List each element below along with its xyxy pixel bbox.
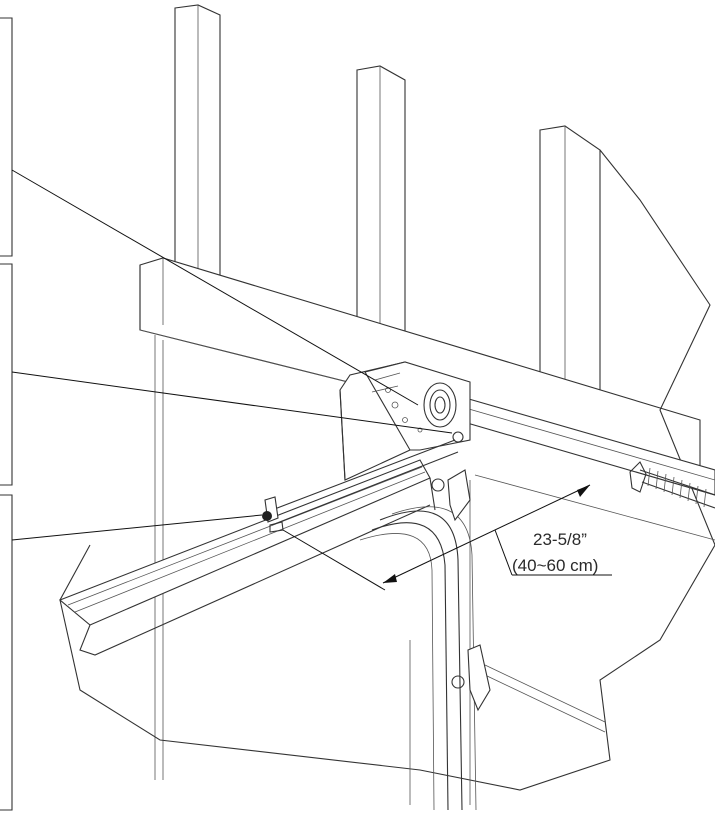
drive-drum xyxy=(423,382,457,428)
cable-pulley xyxy=(262,511,272,521)
stud-2 xyxy=(356,65,406,361)
door-jamb xyxy=(154,335,164,780)
dimension-imperial-text: 23-5/8” xyxy=(533,530,587,549)
leader-1 xyxy=(11,169,419,406)
torsion-spring xyxy=(629,461,715,509)
cable-assembly xyxy=(262,431,464,533)
spring-cone xyxy=(629,461,647,493)
callout-box-1 xyxy=(0,17,13,257)
wall-studs xyxy=(174,4,601,421)
door-panel xyxy=(409,474,715,805)
dimension-metric-text: (40~60 cm) xyxy=(512,556,598,575)
top-hinge xyxy=(447,469,471,522)
curved-track-outer xyxy=(379,510,463,811)
stud-3 xyxy=(539,125,601,421)
callout-boxes xyxy=(0,17,13,811)
leader-2 xyxy=(11,371,453,434)
dimension-arrow-line xyxy=(382,484,591,584)
horizontal-track xyxy=(58,459,436,656)
callout-leaders xyxy=(11,169,453,541)
leader-3 xyxy=(11,514,263,541)
stud-1 xyxy=(174,4,221,301)
curved-track xyxy=(359,506,477,811)
arrowhead-left xyxy=(383,574,397,583)
detail-breakout-outline xyxy=(59,149,715,791)
side-hinge xyxy=(467,644,491,712)
extension-line xyxy=(282,529,386,591)
operator-unit xyxy=(339,361,471,481)
hinges xyxy=(431,469,491,712)
dimension-indicator: 23-5/8” (40~60 cm) xyxy=(282,484,612,591)
arrowhead-right xyxy=(577,485,590,497)
callout-box-2 xyxy=(0,263,13,486)
callout-box-3 xyxy=(0,494,13,811)
